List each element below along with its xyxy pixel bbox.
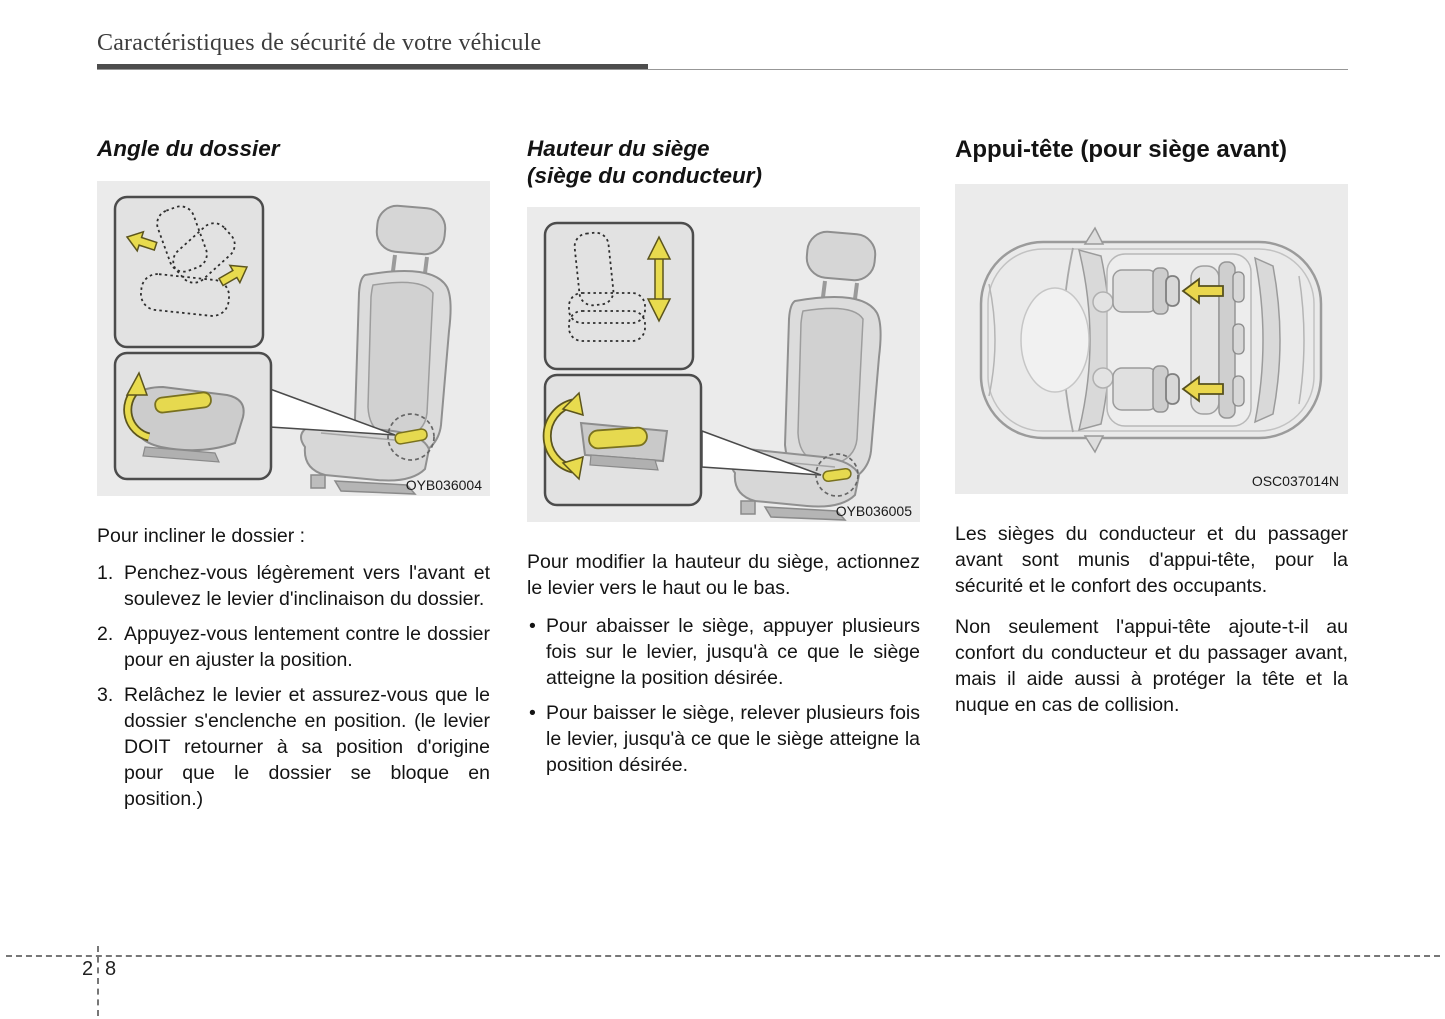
figure-headrest-topview: OSC037014N: [955, 184, 1348, 495]
height-lever-icon: [822, 468, 852, 483]
lever-icon: [154, 391, 212, 413]
intro-text: Pour modifier la hauteur du siège, actio…: [527, 551, 920, 600]
figure-code: OSC037014N: [1252, 473, 1339, 489]
title-underline-thick: [97, 64, 648, 70]
figure-code: OYB036004: [406, 477, 482, 493]
recline-motion-inset: [113, 195, 265, 348]
figure-seat-recline: OYB036004: [97, 180, 490, 496]
list-item: Appuyez-vous lentement contre le dossier…: [97, 622, 490, 672]
title-underline-thin: [97, 69, 1348, 70]
list-item: Pour baisser le siège, relever plusieurs…: [527, 701, 920, 779]
lever-down-arrow-icon: [561, 456, 584, 481]
section-heading: Hauteur du siège(siège du conducteur): [527, 136, 763, 188]
steps-list: Penchez-vous légèrement vers l'avant et …: [97, 561, 490, 812]
section-heading: Angle du dossier: [97, 136, 280, 161]
seat-height-illustration: OYB036005: [527, 207, 920, 523]
figure-seat-height: OYB036005: [527, 207, 920, 523]
section-appui-tete: Appui-tête (pour siège avant): [955, 136, 1348, 734]
car-body: [979, 226, 1323, 454]
section-heading: Appui-tête (pour siège avant): [955, 136, 1288, 163]
height-lever-inset: [542, 373, 703, 507]
paragraph: Les sièges du conducteur et du passager …: [955, 523, 1348, 598]
lever-highlight-circle: [815, 453, 859, 497]
front-seats: [1112, 267, 1180, 414]
pull-up-arrow-icon: [125, 370, 149, 396]
height-motion-inset: [543, 221, 695, 371]
chapter-number: 2: [82, 958, 94, 980]
paragraph: Non seulement l'appui-tête ajoute-t-il a…: [955, 616, 1348, 716]
down-arrow-icon: [646, 298, 672, 323]
headrest-arrow-bottom-icon: [1181, 375, 1224, 404]
list-item: Penchez-vous légèrement vers l'avant et …: [97, 561, 490, 611]
lever-highlight-circle: [387, 412, 435, 461]
seat-side-illustration: [300, 204, 452, 495]
section-angle-dossier: Angle du dossier: [97, 136, 490, 822]
list-item: Pour abaisser le siège, appuyer plusieur…: [527, 614, 920, 692]
recline-lever-inset: [113, 351, 273, 480]
title-underline: [97, 64, 1348, 70]
section-hauteur-siege: Hauteur du siège(siège du conducteur): [527, 136, 920, 787]
lever-up-arrow-icon: [561, 391, 584, 417]
car-topview-illustration: OSC037014N: [955, 184, 1348, 495]
page-header: Caractéristiques de sécurité de votre vé…: [97, 30, 1348, 70]
list-item: Relâchez le levier et assurez-vous que l…: [97, 683, 490, 810]
up-arrow-icon: [646, 235, 672, 260]
intro-text: Pour incliner le dossier :: [97, 524, 306, 547]
recline-arrow-left-icon: [125, 230, 158, 253]
recline-arrow-right-icon: [217, 263, 249, 287]
recline-lever-icon: [394, 427, 428, 445]
lever-icon: [588, 426, 648, 450]
page-number: 8: [105, 958, 117, 980]
passenger-headrest-icon: [1165, 373, 1180, 406]
page-title: Caractéristiques de sécurité de votre vé…: [97, 30, 542, 56]
seat-recline-illustration: OYB036004: [97, 180, 490, 496]
right-mirror-icon: [1083, 435, 1105, 454]
bullets-list: Pour abaisser le siège, appuyer plusieur…: [527, 614, 920, 779]
driver-headrest-icon: [1165, 275, 1180, 308]
left-mirror-icon: [1083, 226, 1105, 246]
figure-code: OYB036005: [836, 503, 912, 519]
seat-side-illustration: [730, 230, 882, 521]
footer-divider: [6, 955, 1440, 957]
page-number-divider: [97, 946, 99, 1016]
headrest-arrow-top-icon: [1181, 277, 1224, 306]
